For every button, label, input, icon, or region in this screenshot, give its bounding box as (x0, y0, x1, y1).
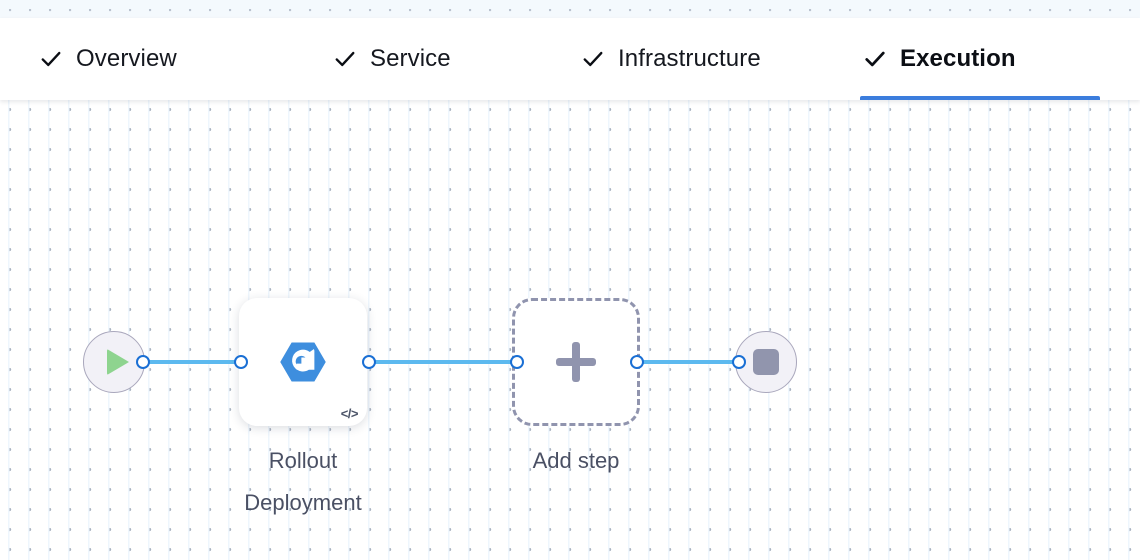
tab-label-service: Service (370, 45, 451, 72)
pipeline-step-rollout-deployment[interactable]: </> (239, 298, 367, 426)
tab-service[interactable]: Service (330, 18, 490, 100)
node-label-rollout-deployment: Rollout Deployment (244, 448, 362, 515)
edge-rollout-deployment-to-add-step (363, 360, 521, 364)
port-add-step-input[interactable] (510, 355, 524, 369)
plus-icon (554, 340, 598, 384)
tab-overview[interactable]: Overview (36, 18, 226, 100)
play-icon (107, 349, 129, 375)
check-icon (582, 48, 604, 70)
port-add-step-output[interactable] (630, 355, 644, 369)
port-end-input[interactable] (732, 355, 746, 369)
tab-label-infrastructure: Infrastructure (618, 45, 761, 72)
active-tab-underline (860, 96, 1100, 100)
top-dotted-strip (0, 0, 1140, 18)
port-start-output[interactable] (136, 355, 150, 369)
tab-execution[interactable]: Execution (860, 18, 1100, 100)
node-label-add-step: Add step (532, 448, 620, 473)
edge-start-to-rollout-deployment (137, 360, 247, 364)
edge-add-step-to-end (633, 360, 743, 364)
tab-label-overview: Overview (76, 45, 177, 72)
rollout-deployment-icon (239, 298, 367, 426)
stop-icon (753, 349, 779, 375)
pipeline-end-node[interactable] (735, 331, 797, 393)
tab-label-execution: Execution (900, 45, 1016, 72)
code-icon: </> (340, 406, 359, 421)
check-icon (334, 48, 356, 70)
check-icon (864, 48, 886, 70)
check-icon (40, 48, 62, 70)
wizard-tab-bar: Overview Service Infrastructure (0, 18, 1140, 100)
port-rollout-deployment-output[interactable] (362, 355, 376, 369)
port-rollout-deployment-input[interactable] (234, 355, 248, 369)
pipeline-canvas[interactable]: </> Rollout Deployment Add step (0, 100, 1140, 560)
add-step-node[interactable] (512, 298, 640, 426)
tab-infrastructure[interactable]: Infrastructure (578, 18, 818, 100)
pipeline-start-node[interactable] (83, 331, 145, 393)
